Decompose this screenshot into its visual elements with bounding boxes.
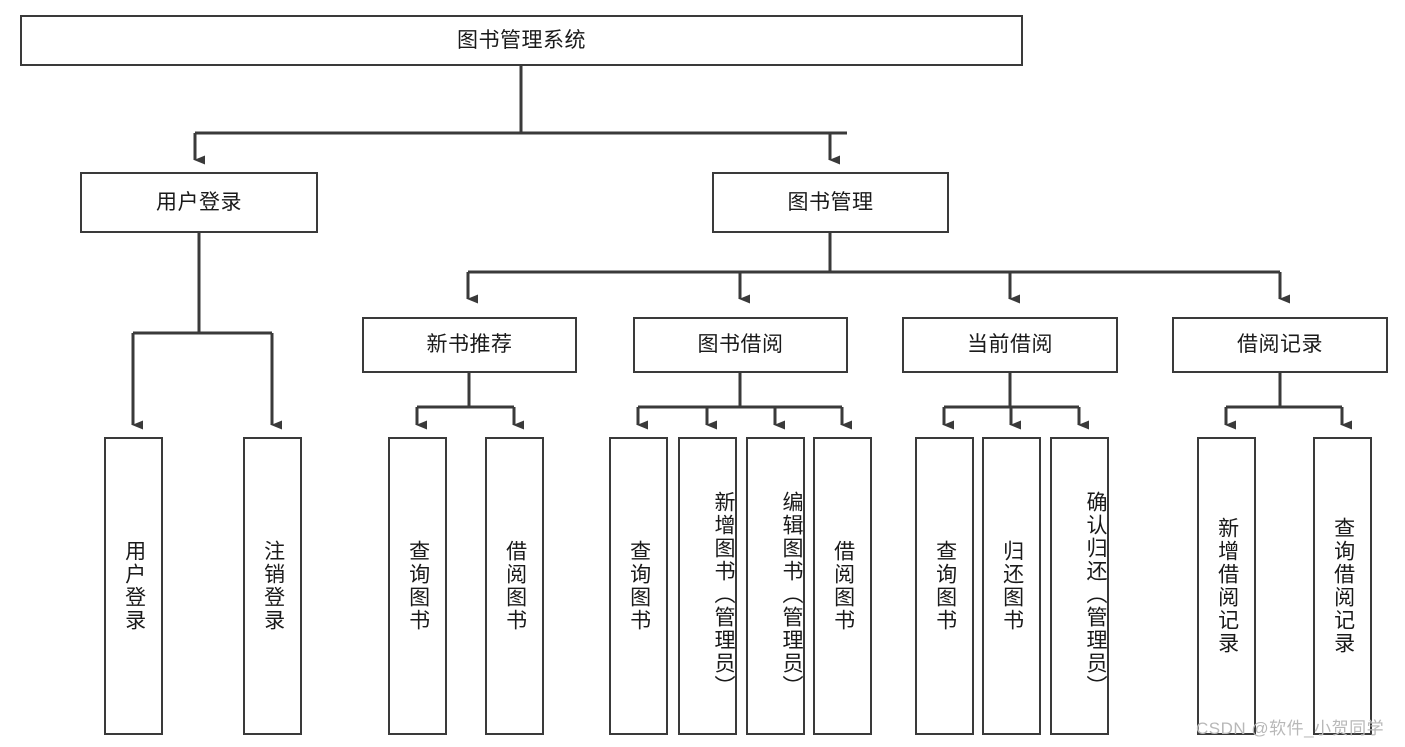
watermark-text: CSDN @软件_小贺同学	[1196, 719, 1385, 738]
node-label: 图书管理系统	[457, 28, 586, 52]
node-leaf-add-book[interactable]: 新增图书（管理员）	[678, 437, 737, 735]
node-leaf-query-book-2[interactable]: 查询图书	[609, 437, 668, 735]
node-label: 新增图书（管理员）	[712, 490, 735, 698]
node-leaf-return-book[interactable]: 归还图书	[982, 437, 1041, 735]
node-leaf-query-book-3[interactable]: 查询图书	[915, 437, 974, 735]
node-label: 新增借阅记录	[1215, 517, 1239, 655]
node-new-book-recommend[interactable]: 新书推荐	[362, 317, 577, 373]
node-label: 当前借阅	[967, 333, 1053, 357]
node-leaf-add-record[interactable]: 新增借阅记录	[1197, 437, 1256, 735]
node-label: 确认归还（管理员）	[1084, 490, 1107, 698]
node-book-borrow[interactable]: 图书借阅	[633, 317, 848, 373]
node-leaf-confirm-return[interactable]: 确认归还（管理员）	[1050, 437, 1109, 735]
node-label: 查询图书	[627, 540, 651, 632]
node-borrow-record[interactable]: 借阅记录	[1172, 317, 1388, 373]
node-current-borrow[interactable]: 当前借阅	[902, 317, 1118, 373]
node-leaf-user-login[interactable]: 用户登录	[104, 437, 163, 735]
node-root-system[interactable]: 图书管理系统	[20, 15, 1023, 66]
node-leaf-logout-login[interactable]: 注销登录	[243, 437, 302, 735]
node-leaf-query-record[interactable]: 查询借阅记录	[1313, 437, 1372, 735]
node-label: 用户登录	[156, 190, 242, 214]
node-label: 注销登录	[261, 540, 285, 632]
node-leaf-edit-book[interactable]: 编辑图书（管理员）	[746, 437, 805, 735]
node-leaf-borrow-book-1[interactable]: 借阅图书	[485, 437, 544, 735]
node-label: 归还图书	[1000, 540, 1024, 632]
node-label: 借阅图书	[831, 540, 855, 632]
node-label: 新书推荐	[426, 333, 513, 357]
node-label: 图书管理	[787, 190, 874, 214]
node-label: 查询图书	[933, 540, 957, 632]
node-user-login[interactable]: 用户登录	[80, 172, 318, 233]
node-leaf-query-book-1[interactable]: 查询图书	[388, 437, 447, 735]
node-book-management[interactable]: 图书管理	[712, 172, 949, 233]
node-label: 查询图书	[406, 540, 430, 632]
node-label: 编辑图书（管理员）	[780, 490, 803, 698]
node-label: 查询借阅记录	[1331, 517, 1355, 655]
node-leaf-borrow-book-2[interactable]: 借阅图书	[813, 437, 872, 735]
node-label: 借阅图书	[503, 540, 527, 632]
node-label: 图书借阅	[697, 333, 784, 357]
node-label: 用户登录	[122, 540, 146, 632]
node-label: 借阅记录	[1237, 333, 1323, 357]
